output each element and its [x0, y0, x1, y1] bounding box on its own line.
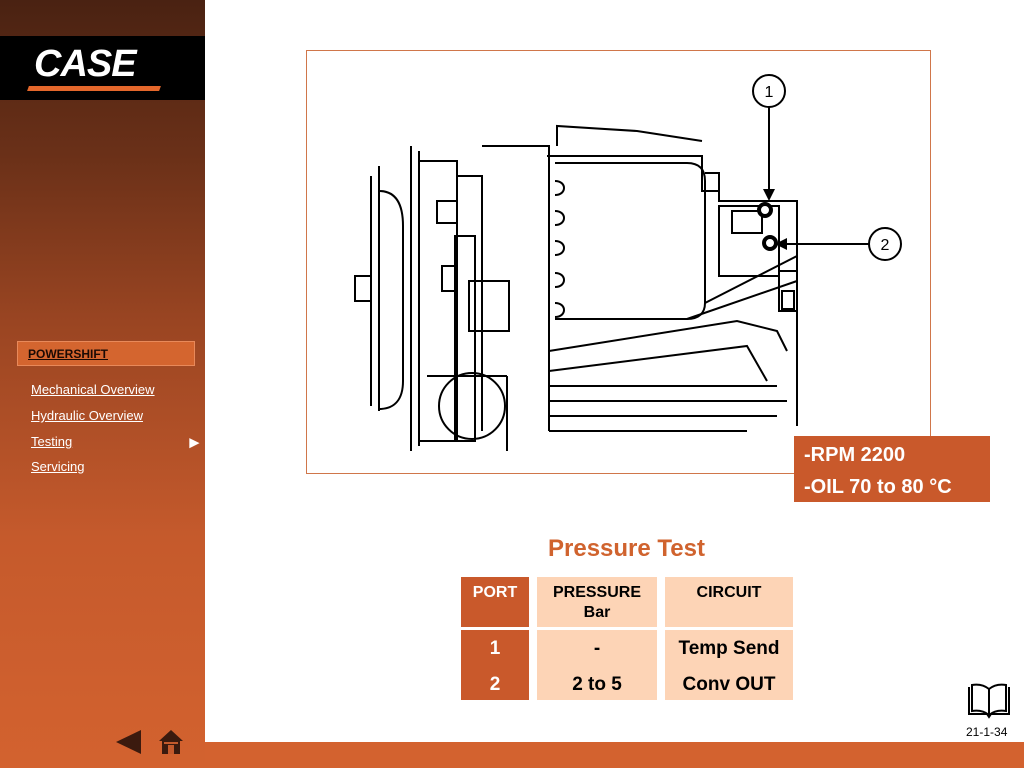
- header-port: PORT: [461, 577, 529, 627]
- test-conditions-box: -RPM 2200 -OIL 70 to 80 °C: [794, 436, 990, 502]
- section-button-powershift[interactable]: POWERSHIFT: [17, 341, 195, 366]
- table-cell-port: 1: [489, 638, 501, 659]
- rpm-condition: -RPM 2200: [804, 444, 906, 466]
- header-pressure-label: PRESSURE: [552, 584, 642, 601]
- transmission-diagram: 1 2: [306, 50, 931, 474]
- table-cell-circuit: Conv OUT: [682, 674, 776, 695]
- nav-link-servicing[interactable]: Servicing: [31, 459, 85, 474]
- section-label: POWERSHIFT: [28, 347, 108, 361]
- header-port-label: PORT: [472, 584, 518, 601]
- header-pressure-unit: Bar: [583, 604, 611, 621]
- back-arrow-icon[interactable]: [116, 730, 142, 754]
- header-circuit: CIRCUIT: [665, 577, 793, 627]
- header-pressure: PRESSURE Bar: [537, 577, 657, 627]
- oil-temp-condition: -OIL 70 to 80 °C: [804, 476, 952, 498]
- header-circuit-label: CIRCUIT: [696, 584, 762, 601]
- brand-logo: CASE: [0, 36, 205, 100]
- home-icon[interactable]: [158, 729, 184, 755]
- logo-text: CASE: [34, 43, 137, 85]
- circuit-column: Temp Send Conv OUT: [665, 630, 793, 700]
- sidebar: CASE POWERSHIFT Mechanical Overview Hydr…: [0, 0, 205, 768]
- table-cell-pressure: 2 to 5: [572, 674, 622, 695]
- table-cell-circuit: Temp Send: [678, 638, 780, 659]
- nav-link-hydraulic-overview[interactable]: Hydraulic Overview: [31, 408, 143, 423]
- callout-2-label: 2: [881, 237, 890, 254]
- page-title: Pressure Test: [548, 535, 705, 562]
- callout-1-label: 1: [765, 84, 774, 101]
- pressure-column: - 2 to 5: [537, 630, 657, 700]
- nav-link-testing[interactable]: Testing: [31, 434, 73, 449]
- port-column: 1 2: [461, 630, 529, 700]
- current-item-arrow-icon: ►: [186, 433, 203, 452]
- page-number: 21-1-34: [966, 725, 1008, 739]
- nav-link-mechanical-overview[interactable]: Mechanical Overview: [31, 382, 155, 397]
- transmission-drawing: 1 2: [354, 74, 902, 451]
- book-icon[interactable]: [966, 683, 1012, 719]
- table-cell-pressure: -: [593, 638, 601, 659]
- table-cell-port: 2: [489, 674, 501, 695]
- bottom-bar: [205, 742, 1024, 768]
- logo-stripe: [27, 86, 161, 91]
